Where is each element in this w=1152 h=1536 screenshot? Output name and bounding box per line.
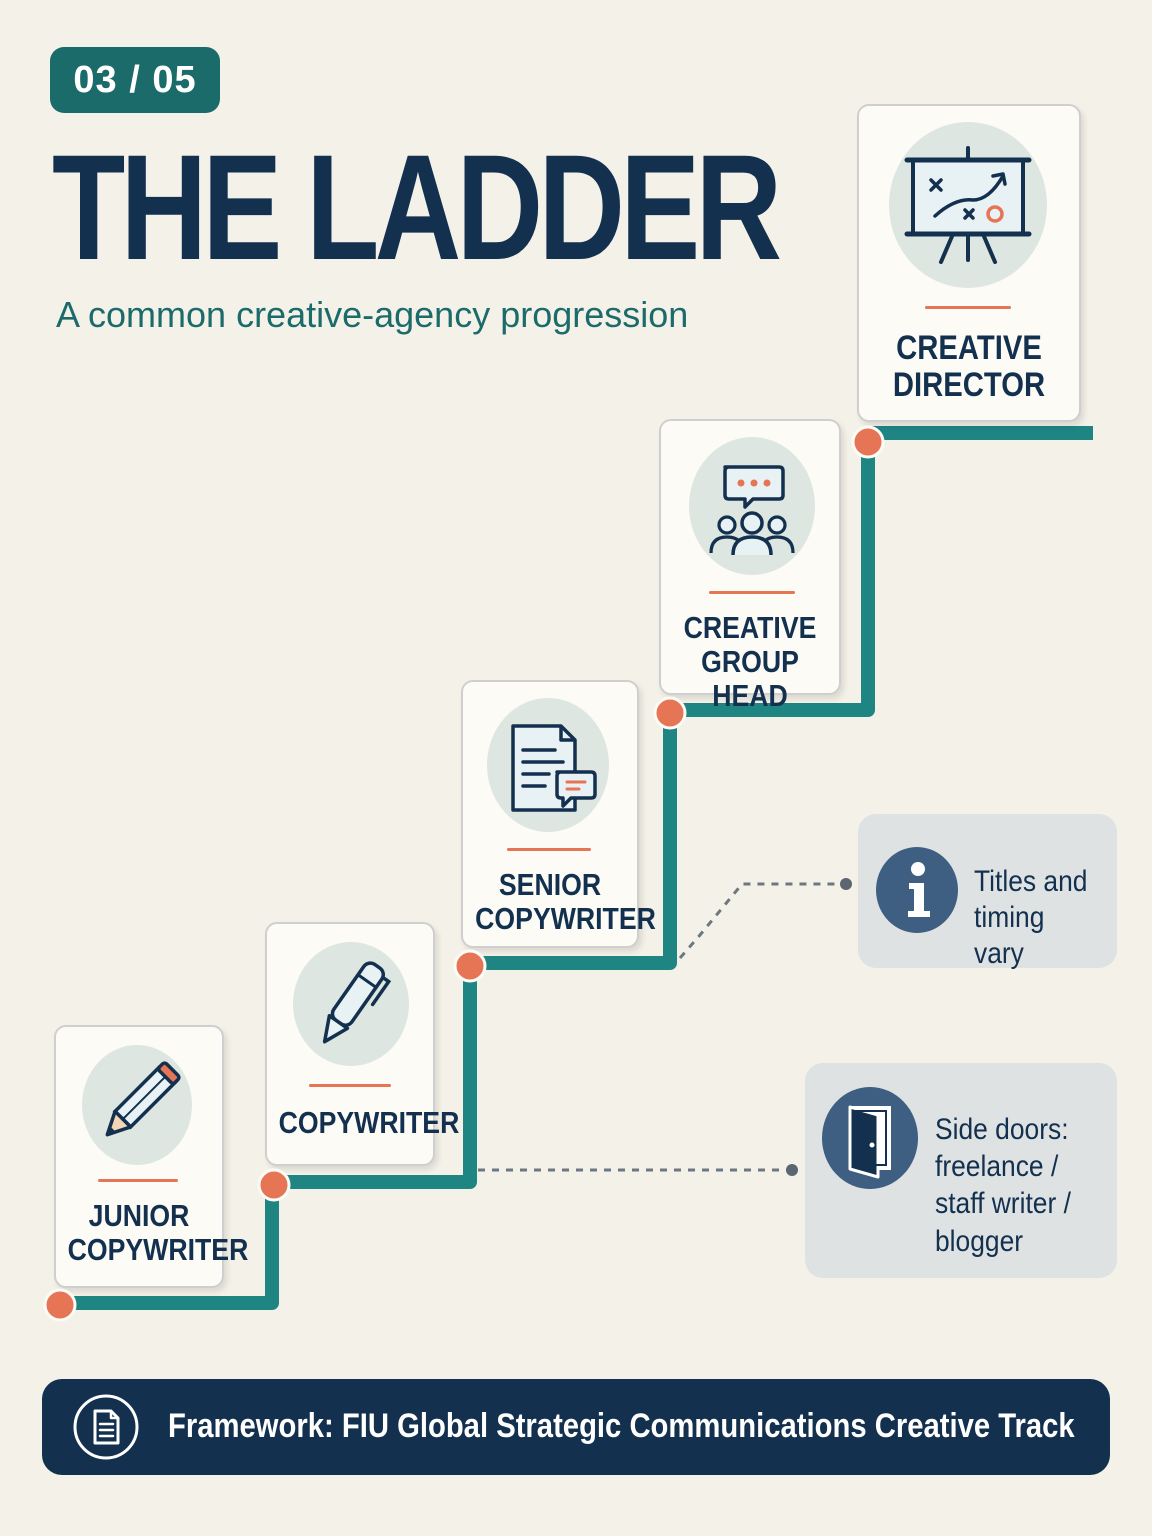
door-icon (822, 1087, 918, 1189)
step-card-junior-copywriter: JUNIOR COPYWRITER (54, 1025, 249, 1288)
pen-icon (322, 961, 392, 1044)
step-label-line1: JUNIOR (88, 1198, 190, 1233)
step-label-line1: COPYWRITER (278, 1105, 460, 1140)
document-icon (73, 1394, 139, 1460)
step-card-creative-group-head: CREATIVE GROUP HEAD (659, 419, 841, 713)
step-label-line2: COPYWRITER (67, 1232, 249, 1268)
note-text-line1: Titles and (974, 865, 1088, 898)
note-text-line1: Side doors: (935, 1113, 1069, 1146)
info-icon (876, 847, 958, 933)
note-side-doors: Side doors: freelance / staff writer / b… (805, 1063, 1117, 1278)
page-indicator-badge: 03 / 05 (50, 47, 220, 113)
note-text-line2: timing vary (974, 901, 1045, 970)
accent-line (925, 306, 1011, 309)
note-text: Titles and timing vary (974, 864, 1100, 972)
note-text: Side doors: freelance / staff writer / b… (935, 1111, 1071, 1260)
step-card-creative-director: CREATIVE DIRECTOR (857, 104, 1081, 422)
accent-line (709, 591, 795, 594)
document-comment-icon (511, 724, 597, 812)
connector-dot-sidedoors (786, 1164, 798, 1176)
step-label: CREATIVE DIRECTOR (874, 329, 1063, 405)
step-label-line2: GROUP HEAD (701, 644, 799, 714)
step-label-line2: DIRECTOR (892, 366, 1046, 405)
accent-line (98, 1179, 178, 1182)
team-chat-icon (709, 465, 795, 556)
step-label: JUNIOR COPYWRITER (67, 1198, 249, 1268)
pencil-icon (105, 1061, 181, 1137)
footer-text: Framework: FIU Global Strategic Communic… (168, 1407, 1075, 1445)
accent-line (507, 848, 591, 851)
step-label-line2: COPYWRITER (475, 901, 656, 937)
icon-circle (293, 942, 409, 1066)
icon-circle (82, 1045, 192, 1165)
note-titles-timing: Titles and timing vary (858, 814, 1117, 970)
step-label: SENIOR COPYWRITER (475, 867, 656, 937)
icon-circle (889, 122, 1047, 288)
step-label: CREATIVE GROUP HEAD (673, 610, 826, 714)
connector-dot-titles (840, 878, 852, 890)
step-label: COPYWRITER (278, 1105, 460, 1140)
step-label-line1: SENIOR (498, 867, 602, 902)
note-text-line2: freelance / (935, 1150, 1059, 1184)
strategy-board-icon (904, 146, 1032, 264)
page-subtitle: A common creative-agency progression (56, 294, 689, 335)
step-card-senior-copywriter: SENIOR COPYWRITER (461, 680, 656, 948)
note-text-line3: staff writer / (935, 1187, 1071, 1221)
step-card-copywriter: COPYWRITER (265, 922, 460, 1166)
step-label-line1: CREATIVE (896, 329, 1042, 367)
connector-titles-note (678, 882, 846, 959)
icon-circle (487, 698, 609, 832)
footer-bar: Framework: FIU Global Strategic Communic… (42, 1379, 1110, 1475)
accent-line (309, 1084, 391, 1087)
icon-circle (689, 437, 815, 575)
note-text-line4: blogger (935, 1224, 1024, 1258)
step-label-line1: CREATIVE (683, 610, 817, 645)
ladder-line (60, 426, 1093, 1310)
